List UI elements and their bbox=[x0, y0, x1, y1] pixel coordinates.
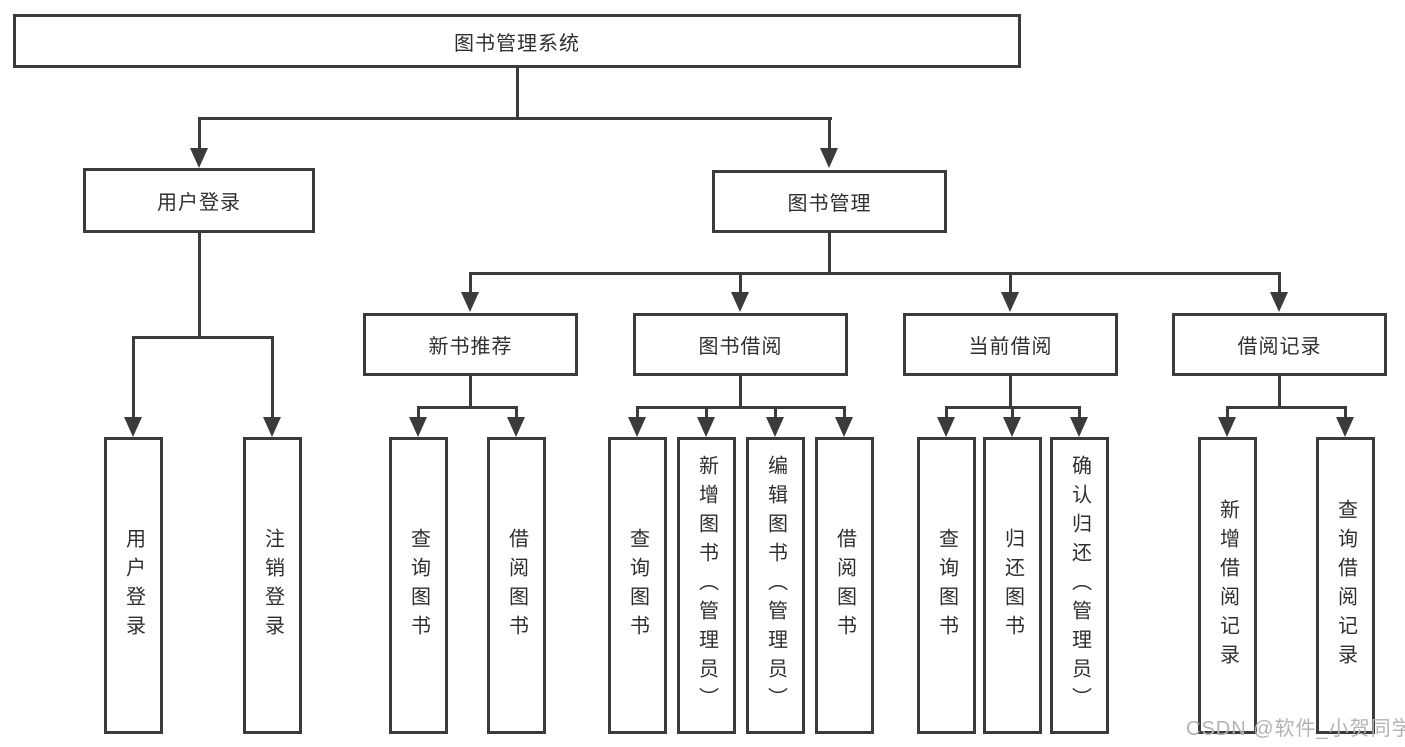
leaf-records-add-record-label: 新增借阅记录 bbox=[1216, 498, 1239, 673]
connector-line bbox=[739, 272, 742, 296]
connector-line bbox=[1344, 406, 1347, 422]
leaf-current-return-books-label: 归还图书 bbox=[1001, 527, 1024, 644]
connector-line bbox=[469, 272, 1281, 275]
leaf-records-add-record: 新增借阅记录 bbox=[1198, 437, 1257, 734]
connector-line bbox=[1009, 272, 1012, 296]
connector-line bbox=[774, 406, 777, 422]
connector-line bbox=[945, 406, 948, 422]
arrow-down-icon bbox=[263, 417, 281, 437]
connector-line bbox=[469, 376, 472, 406]
connector-line bbox=[1078, 406, 1081, 422]
leaf-borrow-edit-books-admin: 编辑图书（管理员） bbox=[746, 437, 805, 734]
node-book-management: 图书管理 bbox=[712, 170, 947, 233]
node-user-login-label: 用户登录 bbox=[157, 192, 241, 214]
node-user-login: 用户登录 bbox=[83, 168, 315, 233]
arrow-down-icon bbox=[820, 148, 838, 168]
node-new-book-recommend: 新书推荐 bbox=[363, 313, 578, 376]
node-root-label: 图书管理系统 bbox=[454, 32, 580, 55]
connector-line bbox=[739, 376, 742, 406]
arrow-down-icon bbox=[190, 148, 208, 168]
connector-line bbox=[198, 117, 832, 120]
leaf-records-query-record-label: 查询借阅记录 bbox=[1334, 498, 1357, 673]
connector-line bbox=[636, 406, 639, 422]
arrow-down-icon bbox=[835, 417, 853, 437]
connector-line bbox=[132, 336, 135, 420]
arrow-down-icon bbox=[766, 417, 784, 437]
leaf-logout-label: 注销登录 bbox=[261, 527, 284, 644]
connector-line bbox=[1226, 406, 1347, 409]
connector-line bbox=[417, 406, 420, 422]
arrow-down-icon bbox=[1336, 417, 1354, 437]
leaf-current-confirm-return-admin-label: 确认归还（管理员） bbox=[1068, 455, 1091, 716]
leaf-borrow-edit-books-admin-label: 编辑图书（管理员） bbox=[764, 455, 787, 716]
connector-line bbox=[516, 68, 519, 117]
leaf-recommend-query-books: 查询图书 bbox=[389, 437, 448, 734]
node-book-management-label: 图书管理 bbox=[787, 193, 872, 215]
connector-line bbox=[515, 406, 518, 422]
leaf-user-login-label: 用户登录 bbox=[122, 527, 145, 644]
arrow-down-icon bbox=[731, 292, 749, 312]
arrow-down-icon bbox=[1003, 417, 1021, 437]
node-borrow-records: 借阅记录 bbox=[1172, 313, 1387, 376]
connector-line bbox=[1278, 272, 1281, 296]
leaf-current-query-books-label: 查询图书 bbox=[935, 527, 958, 644]
arrow-down-icon bbox=[628, 417, 646, 437]
connector-line bbox=[843, 406, 846, 422]
leaf-borrow-borrow-books-label: 借阅图书 bbox=[833, 527, 856, 644]
connector-line bbox=[705, 406, 708, 422]
arrow-down-icon bbox=[461, 292, 479, 312]
node-book-borrow-label: 图书借阅 bbox=[698, 336, 783, 358]
arrow-down-icon bbox=[507, 417, 525, 437]
connector-line bbox=[1011, 406, 1014, 422]
leaf-recommend-query-books-label: 查询图书 bbox=[407, 527, 430, 644]
connector-line bbox=[1278, 376, 1281, 406]
connector-line bbox=[1009, 376, 1012, 406]
leaf-borrow-borrow-books: 借阅图书 bbox=[815, 437, 874, 734]
connector-line bbox=[828, 233, 831, 272]
connector-line bbox=[636, 406, 845, 409]
leaf-recommend-borrow-books-label: 借阅图书 bbox=[505, 527, 528, 644]
node-root: 图书管理系统 bbox=[13, 14, 1021, 68]
arrow-down-icon bbox=[1001, 292, 1019, 312]
connector-line bbox=[1226, 406, 1229, 422]
leaf-borrow-add-books-admin: 新增图书（管理员） bbox=[677, 437, 736, 734]
arrow-down-icon bbox=[124, 417, 142, 437]
leaf-records-query-record: 查询借阅记录 bbox=[1316, 437, 1375, 734]
node-borrow-records-label: 借阅记录 bbox=[1237, 336, 1322, 358]
connector-line bbox=[198, 117, 201, 151]
leaf-recommend-borrow-books: 借阅图书 bbox=[487, 437, 546, 734]
connector-line bbox=[417, 406, 518, 409]
leaf-user-login: 用户登录 bbox=[104, 437, 163, 734]
arrow-down-icon bbox=[697, 417, 715, 437]
connector-line bbox=[271, 336, 274, 420]
node-current-borrow: 当前借阅 bbox=[903, 313, 1118, 376]
node-new-book-recommend-label: 新书推荐 bbox=[428, 336, 513, 358]
leaf-current-confirm-return-admin: 确认归还（管理员） bbox=[1050, 437, 1109, 734]
connector-line bbox=[828, 117, 831, 151]
leaf-borrow-query-books: 查询图书 bbox=[608, 437, 667, 734]
node-current-borrow-label: 当前借阅 bbox=[968, 336, 1053, 358]
connector-line bbox=[132, 336, 274, 339]
connector-line bbox=[469, 272, 472, 296]
leaf-current-return-books: 归还图书 bbox=[983, 437, 1042, 734]
leaf-borrow-query-books-label: 查询图书 bbox=[626, 527, 649, 644]
leaf-borrow-add-books-admin-label: 新增图书（管理员） bbox=[695, 455, 718, 716]
arrow-down-icon bbox=[409, 417, 427, 437]
leaf-logout: 注销登录 bbox=[243, 437, 302, 734]
csdn-watermark: CSDN @软件_小贺同学 bbox=[1186, 718, 1405, 740]
arrow-down-icon bbox=[1070, 417, 1088, 437]
connector-line bbox=[198, 233, 201, 336]
arrow-down-icon bbox=[1270, 292, 1288, 312]
arrow-down-icon bbox=[1218, 417, 1236, 437]
arrow-down-icon bbox=[937, 417, 955, 437]
leaf-current-query-books: 查询图书 bbox=[917, 437, 976, 734]
node-book-borrow: 图书借阅 bbox=[633, 313, 848, 376]
